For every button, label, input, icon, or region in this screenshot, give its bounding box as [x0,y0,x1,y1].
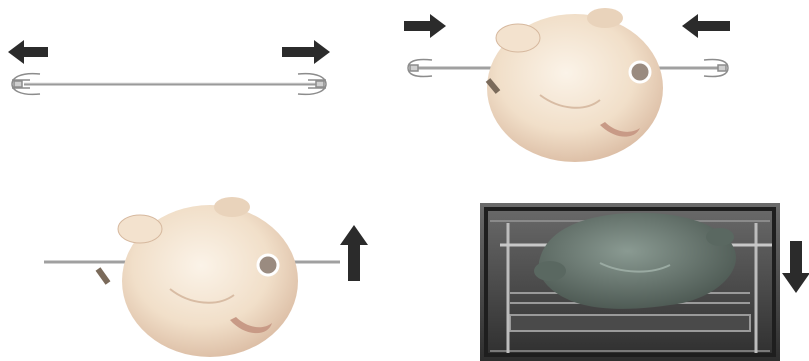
arrow-right-icon [282,40,330,64]
step-3-chicken-lift [40,185,380,361]
step-2-chicken-on-spit [400,0,740,175]
step-4-roast-in-oven [480,203,809,361]
step-3-illustration [40,185,380,361]
spit-rod [24,83,318,84]
raw-chicken [487,8,663,162]
step-1-illustration [0,0,340,120]
arrow-left-icon [8,40,48,64]
step-2-illustration [400,0,740,175]
arrow-right-icon [404,14,446,38]
raw-chicken [98,197,298,357]
step-1-spit-rod [0,0,340,120]
arrow-left-icon [682,14,730,38]
arrow-up-icon [340,225,368,281]
step-4-illustration [480,203,809,361]
arrow-down-icon [782,241,809,293]
